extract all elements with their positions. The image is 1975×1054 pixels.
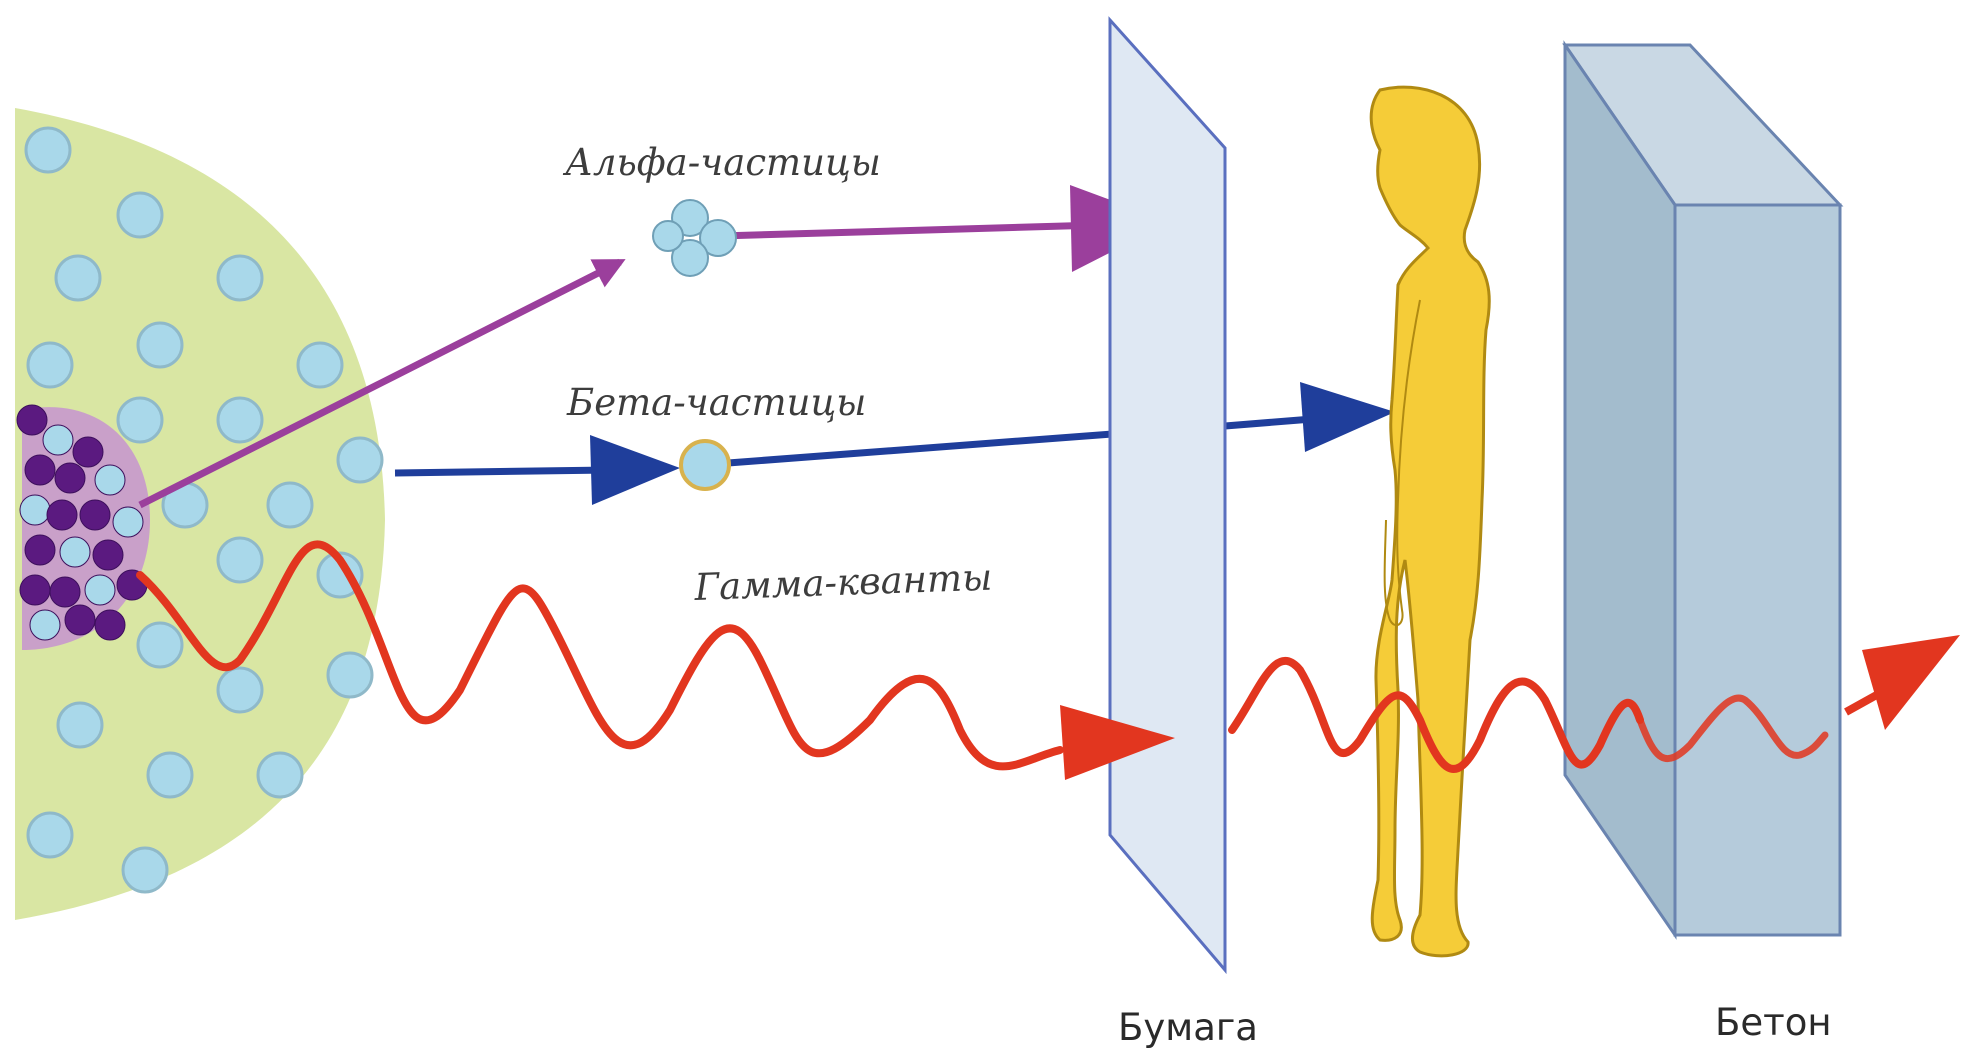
nucleon [95,610,125,640]
nucleon [20,495,50,525]
nucleon [65,605,95,635]
atom [218,538,262,582]
nucleon [60,537,90,567]
gamma-label: Гамма-кванты [693,556,993,609]
nucleon [85,575,115,605]
concrete-label: Бетон [1715,1001,1832,1044]
alpha-particle [653,200,736,276]
atom [56,256,100,300]
atom [148,753,192,797]
paper-label: Бумага [1118,1006,1258,1049]
atom [28,813,72,857]
nucleon [43,425,73,455]
atom [118,398,162,442]
atom [123,848,167,892]
atom [58,703,102,747]
nucleon [47,500,77,530]
concrete-block [1565,45,1840,935]
atom [118,193,162,237]
nucleon [55,463,85,493]
person-figure [1371,87,1489,956]
atom [26,128,70,172]
nucleon [30,610,60,640]
atom [218,256,262,300]
paper-sheet [1110,20,1225,970]
concrete-side [1565,45,1675,935]
radioactive-source [15,108,385,920]
nucleon [73,437,103,467]
nucleon [95,465,125,495]
paper-plane [1110,20,1225,970]
beta-label: Бета-частицы [566,381,866,424]
nucleon [25,455,55,485]
person-silhouette [1371,87,1489,956]
beta-ray: Бета-частицы [395,381,1395,505]
alpha-arrow-2 [720,225,1100,236]
atom [138,323,182,367]
atom [258,753,302,797]
atom [138,623,182,667]
atom [268,483,312,527]
atom [328,653,372,697]
atom [218,668,262,712]
nucleon [50,577,80,607]
beta-particle [681,441,729,489]
nucleon [80,500,110,530]
gamma-arrowhead-2 [1862,635,1960,730]
beta-arrow-1 [395,470,610,473]
alpha-label: Альфа-частицы [562,141,881,184]
beta-arrow-2 [728,430,1165,463]
atom [338,438,382,482]
atom [218,398,262,442]
beta-arrowhead-2 [1300,382,1395,452]
atom [298,343,342,387]
concrete-front [1675,205,1840,935]
atom [28,343,72,387]
nucleon [20,575,50,605]
nucleon [25,535,55,565]
nucleon [113,507,143,537]
beta-arrowhead-1 [590,435,680,505]
nucleon [93,540,123,570]
nucleon [17,405,47,435]
